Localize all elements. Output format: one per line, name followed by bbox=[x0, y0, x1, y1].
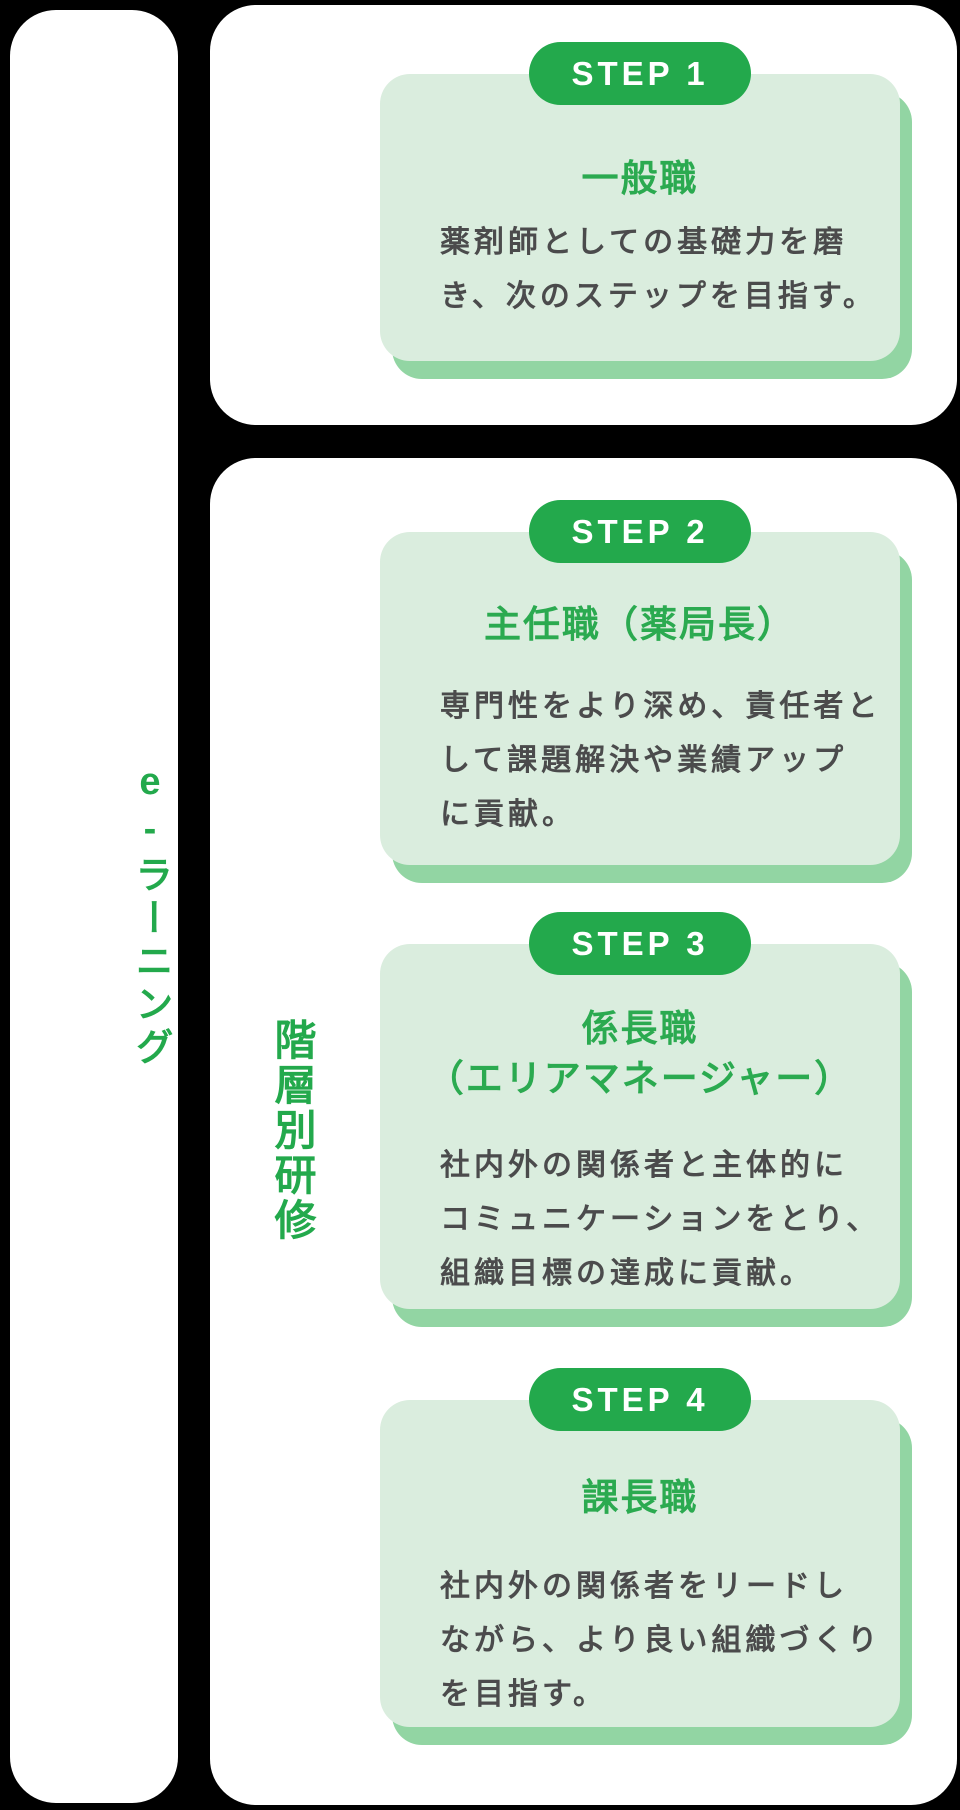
step-block-3: STEP 3 係長職 （エリアマネージャー） 社内外の関係者と主体的に コミュニ… bbox=[380, 912, 900, 1309]
step3-badge: STEP 3 bbox=[529, 912, 751, 975]
step1-card: 一般職 薬剤師としての基礎力を磨 き、次のステップを目指す。 bbox=[380, 74, 900, 361]
step2-description: 専門性をより深め、責任者と して課題解決や業績アップ に貢献。 bbox=[440, 690, 882, 831]
step3-card: 係長職 （エリアマネージャー） 社内外の関係者と主体的に コミュニケーションをと… bbox=[380, 944, 900, 1309]
step3-title: 係長職 （エリアマネージャー） bbox=[426, 1008, 854, 1099]
tiered-training-panel: 階層別研修 STEP 2 主任職（薬局長） 専門性をより深め、責任者と して課題… bbox=[210, 458, 957, 1805]
step1-badge: STEP 1 bbox=[529, 42, 751, 105]
step2-card: 主任職（薬局長） 専門性をより深め、責任者と して課題解決や業績アップ に貢献。 bbox=[380, 532, 900, 865]
step4-description: 社内外の関係者をリードし ながら、より良い組織づくり を目指す。 bbox=[440, 1570, 882, 1711]
step2-badge: STEP 2 bbox=[529, 500, 751, 563]
step4-badge: STEP 4 bbox=[529, 1368, 751, 1431]
elearning-vertical-label: e-ラーニング bbox=[10, 755, 178, 1075]
tiered-training-vertical-label: 階層別研修 bbox=[269, 1018, 316, 1243]
step1-title: 一般職 bbox=[581, 158, 699, 199]
step2-title: 主任職（薬局長） bbox=[484, 604, 796, 645]
elearning-label-suffix: ラーニング bbox=[129, 854, 171, 1070]
step4-card: 課長職 社内外の関係者をリードし ながら、より良い組織づくり を目指す。 bbox=[380, 1400, 900, 1727]
step-block-2: STEP 2 主任職（薬局長） 専門性をより深め、責任者と して課題解決や業績ア… bbox=[380, 500, 900, 865]
step1-description: 薬剤師としての基礎力を磨 き、次のステップを目指す。 bbox=[440, 226, 877, 313]
step1-panel: STEP 1 一般職 薬剤師としての基礎力を磨 き、次のステップを目指す。 bbox=[210, 5, 957, 425]
step4-title: 課長職 bbox=[581, 1477, 699, 1518]
step3-description: 社内外の関係者と主体的に コミュニケーションをとり、 組織目標の達成に貢献。 bbox=[440, 1149, 881, 1290]
elearning-column: e-ラーニング bbox=[10, 10, 178, 1803]
elearning-label-text: e-ラーニング bbox=[10, 761, 178, 1070]
step-block-4: STEP 4 課長職 社内外の関係者をリードし ながら、より良い組織づくり を目… bbox=[380, 1368, 900, 1727]
step-block-1: STEP 1 一般職 薬剤師としての基礎力を磨 き、次のステップを目指す。 bbox=[380, 42, 900, 361]
elearning-label-prefix: e- bbox=[129, 760, 171, 855]
